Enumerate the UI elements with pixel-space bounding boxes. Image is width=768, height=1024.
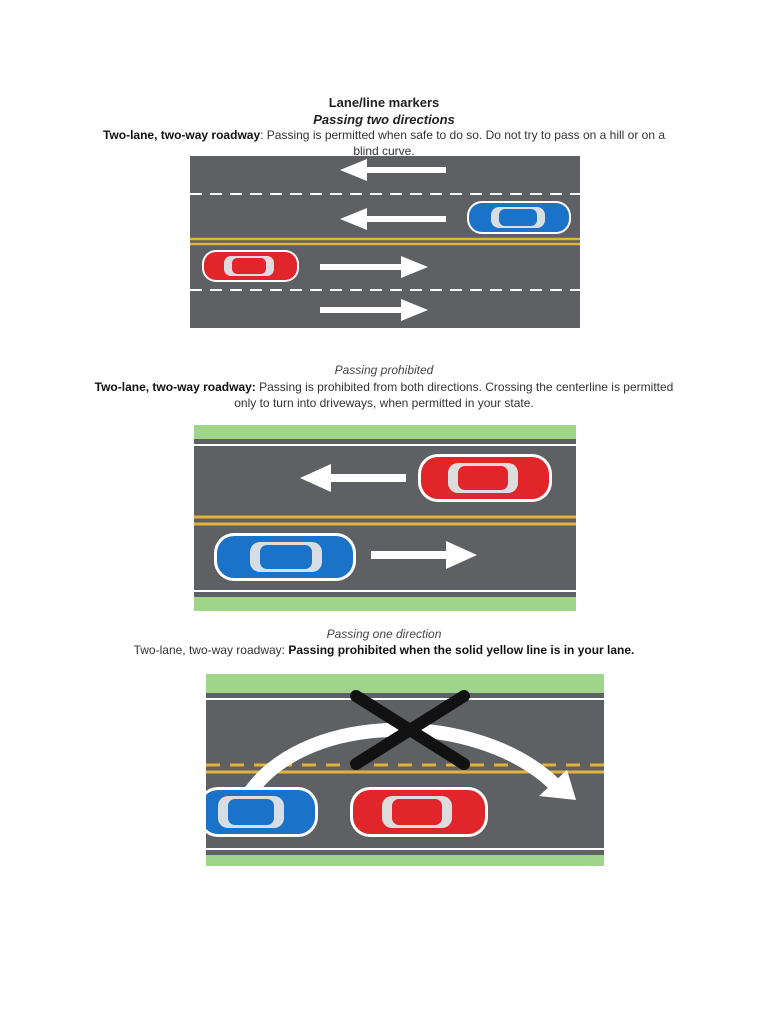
arrow-right-icon xyxy=(320,299,428,321)
red-car xyxy=(202,250,299,282)
blue-car xyxy=(467,201,571,234)
document-title: Lane/line markers xyxy=(328,95,440,110)
blue-car xyxy=(214,533,356,581)
body-text: Passing is prohibited from both directio… xyxy=(234,380,674,410)
section-text-passing-two-directions: Two-lane, two-way roadway: Passing is pe… xyxy=(90,127,678,159)
arrow-left-icon xyxy=(300,464,406,492)
section-heading-passing-prohibited: Passing prohibited xyxy=(334,363,434,377)
body-text: Passing prohibited when the solid yellow… xyxy=(285,643,635,657)
blue-car xyxy=(206,787,318,837)
section-text-passing-one-direction: Two-lane, two-way roadway: Passing prohi… xyxy=(90,642,678,658)
section-heading-passing-two-directions: Passing two directions xyxy=(313,112,455,127)
x-mark-icon xyxy=(350,690,470,770)
section-text-passing-prohibited: Two-lane, two-way roadway: Passing is pr… xyxy=(90,379,678,411)
lead-text: Two-lane, two-way roadway xyxy=(102,128,261,142)
illustration-passing-one-direction xyxy=(206,674,604,866)
arrow-left-icon xyxy=(340,208,446,230)
arrow-left-icon xyxy=(340,159,446,181)
red-car xyxy=(350,787,488,837)
illustration-passing-two-directions xyxy=(190,156,580,328)
red-car xyxy=(418,454,552,502)
illustration-passing-prohibited xyxy=(194,425,576,611)
body-text: : Passing is permitted when safe to do s… xyxy=(260,128,666,158)
lead-text: Two-lane, two-way roadway: xyxy=(133,643,285,657)
curved-arrow-icon xyxy=(237,722,576,806)
arrow-right-icon xyxy=(371,541,477,569)
section-heading-passing-one-direction: Passing one direction xyxy=(326,627,442,641)
lead-text: Two-lane, two-way roadway: xyxy=(94,380,256,394)
arrow-right-icon xyxy=(320,256,428,278)
